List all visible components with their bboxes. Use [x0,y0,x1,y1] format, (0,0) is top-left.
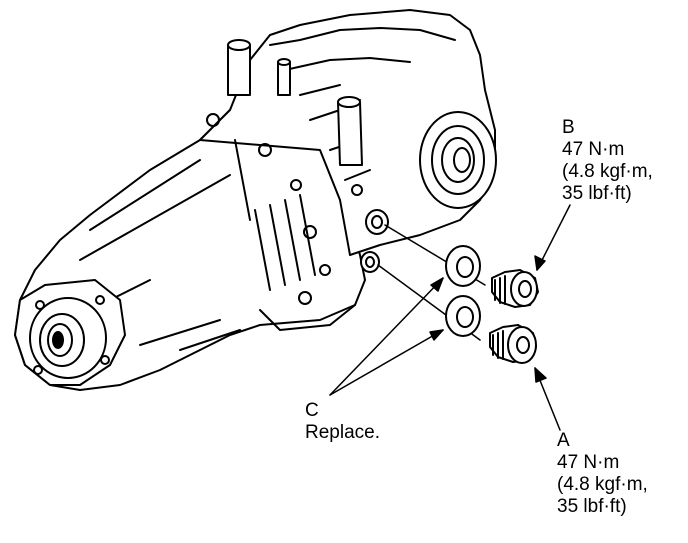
arrow-b [534,204,571,271]
callout-a-kgf: (4.8 kgf·m, [557,474,648,495]
callout-b-letter: B [562,117,575,138]
callout-a-lbf: 35 lbf·ft) [557,496,627,517]
arrow-a [534,367,561,431]
arrow-c-upper [329,277,444,396]
callout-b: B 47 N·m (4.8 kgf·m, 35 lbf·ft) [562,117,653,205]
arrow-c-lower [329,329,444,396]
callout-a: A 47 N·m (4.8 kgf·m, 35 lbf·ft) [557,430,648,518]
callout-a-torque: 47 N·m [557,452,620,473]
sealing-washers [445,245,481,337]
callout-c: C Replace. [305,400,380,444]
callout-c-letter: C [305,400,319,421]
callout-b-torque: 47 N·m [562,139,625,160]
callout-a-letter: A [557,430,570,451]
plug-bolt-b [491,269,539,308]
callout-c-note: Replace. [305,422,380,443]
callout-b-kgf: (4.8 kgf·m, [562,161,653,182]
callout-b-lbf: 35 lbf·ft) [562,183,632,204]
plug-bolt-a [489,324,537,364]
differential-housing [14,9,497,391]
